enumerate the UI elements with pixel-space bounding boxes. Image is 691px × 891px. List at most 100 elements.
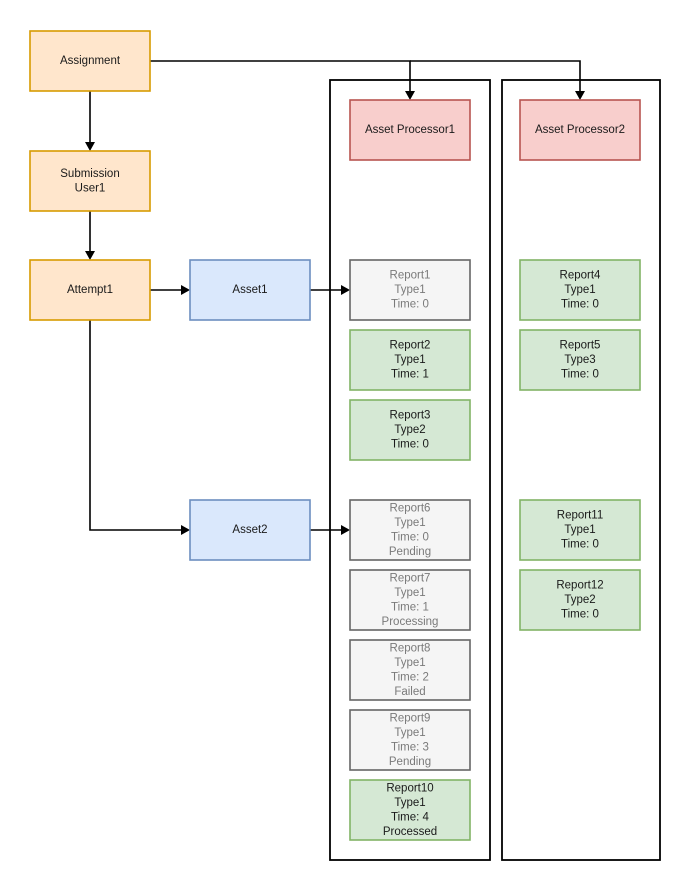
report-card-report9-box bbox=[349, 709, 471, 771]
connector-layer bbox=[85, 60, 585, 535]
report-card-report2-text-line-3: Time: 1 bbox=[391, 369, 429, 381]
node-assignment-text-line-1: Assignment bbox=[60, 55, 121, 67]
report-card-report10-box bbox=[349, 779, 471, 841]
report-card-report2-box bbox=[349, 329, 471, 391]
report-card-report5-text-line-3: Time: 0 bbox=[561, 369, 599, 381]
report-card-report6-box bbox=[349, 499, 471, 561]
report-card-report3-text-line-1: Report3 bbox=[390, 410, 431, 422]
report-card-report12-text-line-2: Type2 bbox=[564, 594, 595, 606]
asset-processor-2[interactable]: Asset Processor2 bbox=[519, 99, 641, 161]
arrowhead-icon bbox=[85, 142, 95, 151]
arrowhead-icon bbox=[181, 285, 190, 295]
report-card-report10-text-line-4: Processed bbox=[383, 826, 437, 838]
report-card-report4-box bbox=[519, 259, 641, 321]
report-card-report1-text-line-3: Time: 0 bbox=[391, 299, 429, 311]
edge-path bbox=[89, 320, 182, 531]
arrowhead-icon bbox=[341, 525, 350, 535]
node-assignment-box bbox=[29, 30, 151, 92]
edge-submission-to-attempt1 bbox=[85, 211, 95, 260]
report-card-report10-text-line-1: Report10 bbox=[386, 782, 433, 794]
report-card-report8-text-line-3: Time: 2 bbox=[391, 671, 429, 683]
node-asset2-text-line-1: Asset2 bbox=[232, 524, 267, 536]
processor-group-2 bbox=[501, 79, 661, 861]
node-attempt1[interactable]: Attempt1 bbox=[29, 259, 151, 321]
report-card-report8-text-line-2: Type1 bbox=[394, 657, 425, 669]
report-card-report6-text-line-3: Time: 0 bbox=[391, 531, 429, 543]
report-card-report11-text-line-1: Report11 bbox=[557, 510, 603, 522]
report-card-report7-text-line-2: Type1 bbox=[394, 587, 425, 599]
node-submission-box bbox=[29, 150, 151, 212]
node-assignment[interactable]: Assignment bbox=[29, 30, 151, 92]
asset-processor-1-text-line-1: Asset Processor1 bbox=[365, 124, 455, 136]
report-card-report3-text-line-3: Time: 0 bbox=[391, 439, 429, 451]
report-card-report1-box bbox=[349, 259, 471, 321]
node-asset1-box bbox=[189, 259, 311, 321]
edge-asset2-to-report6 bbox=[310, 525, 350, 535]
node-attempt1-text-line-1: Attempt1 bbox=[67, 284, 113, 296]
edge-assignment-to-submission bbox=[85, 91, 95, 151]
node-submission-text-line-2: User1 bbox=[75, 182, 106, 194]
report-card-report8-text-line-1: Report8 bbox=[390, 642, 431, 654]
asset-processor-2-text-line-1: Asset Processor2 bbox=[535, 124, 625, 136]
node-asset2-box bbox=[189, 499, 311, 561]
report-card-report12-text-line-1: Report12 bbox=[556, 580, 603, 592]
node-asset1[interactable]: Asset1 bbox=[189, 259, 311, 321]
node-asset2[interactable]: Asset2 bbox=[189, 499, 311, 561]
edge-path bbox=[410, 60, 581, 92]
report-card-report4-text-line-1: Report4 bbox=[560, 270, 602, 282]
report-card-report7-text-line-3: Time: 1 bbox=[391, 601, 429, 613]
report-card-report12-box bbox=[519, 569, 641, 631]
asset-processor-2-box bbox=[519, 99, 641, 161]
report-card-report4-text-line-3: Time: 0 bbox=[561, 299, 599, 311]
report-card-report9-text-line-2: Type1 bbox=[394, 727, 425, 739]
report-card-report10-text-line-3: Time: 4 bbox=[391, 811, 430, 823]
report-card-report6-text-line-1: Report6 bbox=[390, 502, 431, 514]
report-card-report3-text-line-2: Type2 bbox=[394, 424, 425, 436]
asset-processor-1[interactable]: Asset Processor1 bbox=[349, 99, 471, 161]
report-card-report7-text-line-4: Processing bbox=[382, 616, 439, 628]
node-submission-text-line-1: Submission bbox=[60, 168, 119, 180]
report-card-report1-text-line-1: Report1 bbox=[390, 270, 431, 282]
report-card-report3-box bbox=[349, 399, 471, 461]
report-card-report9-text-line-4: Pending bbox=[389, 756, 431, 768]
report-card-report12-text-line-3: Time: 0 bbox=[561, 609, 599, 621]
report-card-report8-box bbox=[349, 639, 471, 701]
report-card-report7-text-line-1: Report7 bbox=[390, 572, 431, 584]
node-attempt1-box bbox=[29, 259, 151, 321]
report-card-report5-text-line-1: Report5 bbox=[560, 340, 601, 352]
arrowhead-icon bbox=[575, 91, 585, 100]
arrowhead-icon bbox=[85, 251, 95, 260]
edge-attempt1-to-asset2 bbox=[89, 320, 190, 535]
report-card-report6-text-line-2: Type1 bbox=[394, 517, 425, 529]
report-card-report9-text-line-1: Report9 bbox=[390, 712, 431, 724]
asset-processor-1-box bbox=[349, 99, 471, 161]
report-card-report11-box bbox=[519, 499, 641, 561]
report-card-report5-text-line-2: Type3 bbox=[564, 354, 595, 366]
report-card-report7-box bbox=[349, 569, 471, 631]
node-asset1-text-line-1: Asset1 bbox=[232, 284, 267, 296]
arrowhead-icon bbox=[341, 285, 350, 295]
report-card-report6-text-line-4: Pending bbox=[389, 546, 431, 558]
arrowhead-icon bbox=[181, 525, 190, 535]
edge-asset1-to-report1 bbox=[310, 285, 350, 295]
report-card-report10-text-line-2: Type1 bbox=[394, 797, 425, 809]
report-card-report11-text-line-2: Type1 bbox=[564, 524, 595, 536]
edge-assignment-to-processor2 bbox=[410, 60, 585, 100]
report-card-report11-text-line-3: Time: 0 bbox=[561, 539, 599, 551]
